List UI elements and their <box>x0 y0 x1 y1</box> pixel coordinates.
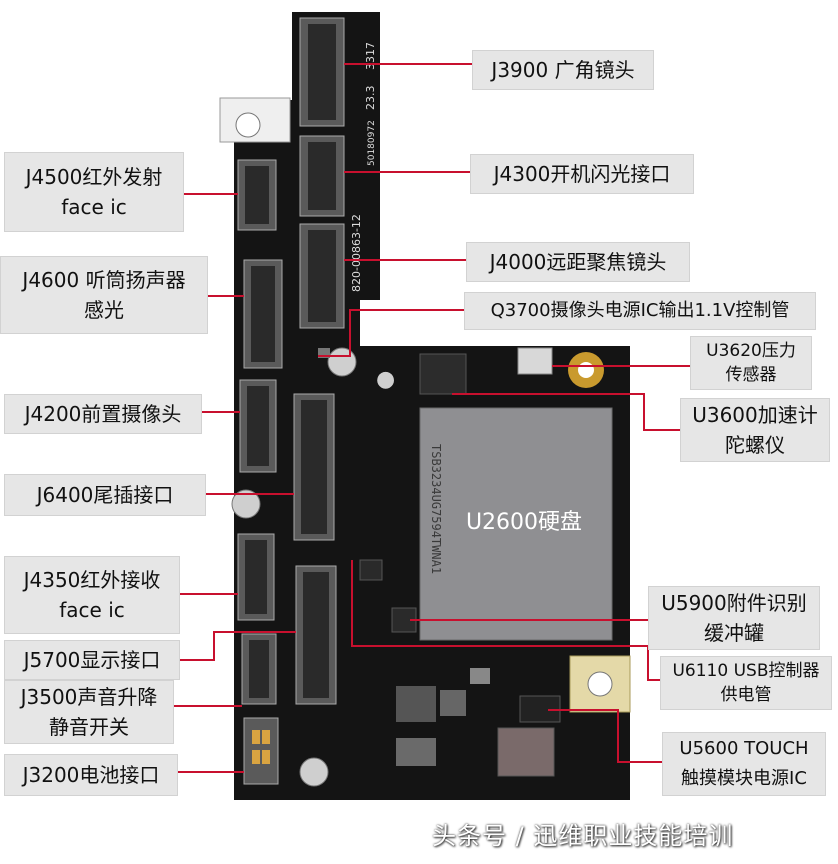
label-j4200: J4200前置摄像头 <box>4 394 202 434</box>
svg-text:●: ● <box>376 367 395 392</box>
connector-j3500 <box>241 633 277 705</box>
label-u5600: U5600 TOUCH 触摸模块电源IC <box>662 732 826 796</box>
chip-u5600 <box>497 727 555 777</box>
label-j5700: J5700显示接口 <box>4 640 180 680</box>
label-j4300: J4300开机闪光接口 <box>470 154 694 194</box>
silk-num-text: 3317 <box>364 42 377 70</box>
leader-q3700 <box>318 309 464 357</box>
chip-u3600 <box>419 353 467 395</box>
label-u5900: U5900附件识别 缓冲罐 <box>648 586 820 650</box>
chip-q3700 <box>318 348 330 358</box>
leader-lines <box>174 63 690 773</box>
label-j4500: J4500红外发射 face ic <box>4 152 184 232</box>
label-j4350: J4350红外接收 face ic <box>4 556 180 634</box>
connector-j4350 <box>237 533 275 621</box>
chip-u6110 <box>359 559 383 581</box>
connector-j5700 <box>295 565 337 705</box>
mount-hole <box>235 112 261 138</box>
chip-u2600 <box>419 407 613 641</box>
label-q3700: Q3700摄像头电源IC输出1.1V控制管 <box>464 292 816 330</box>
standoff-screw <box>327 347 357 377</box>
silk-code-text: 50180972 <box>367 120 377 166</box>
label-u3620: U3620压力 传感器 <box>690 336 812 390</box>
label-j3500: J3500声音升降 静音开关 <box>4 680 174 744</box>
label-j3200: J3200电池接口 <box>4 754 178 796</box>
connector-j4500 <box>237 159 277 231</box>
leader-j5700 <box>180 631 296 661</box>
silk-model-text: 820-00863-12 <box>350 214 363 292</box>
connector-j3900 <box>299 17 345 127</box>
connector-j4300 <box>299 135 345 217</box>
connector-j4000 <box>299 223 345 329</box>
label-u6110: U6110 USB控制器 供电管 <box>660 656 832 710</box>
connector-j6400 <box>293 393 335 541</box>
label-j6400: J6400尾插接口 <box>4 474 206 516</box>
label-u3600: U3600加速计 陀螺仪 <box>680 398 830 462</box>
label-j3900: J3900 广角镜头 <box>472 50 654 90</box>
leader-u3600 <box>452 393 680 431</box>
chip-silk-text: TSB3234UG7594TWNA1 <box>429 444 443 574</box>
watermark: 头条号 / 迅维职业技能培训 <box>432 822 734 850</box>
label-j4000: J4000远距聚焦镜头 <box>466 242 690 282</box>
standoff-screw <box>231 489 261 519</box>
connector-j4200 <box>239 379 277 473</box>
label-j4600: J4600 听筒扬声器 感光 <box>0 256 208 334</box>
standoff-screw <box>299 757 329 787</box>
connector-j4600 <box>243 259 283 369</box>
label-u2600: U2600硬盘 <box>465 510 583 535</box>
connector-j3200 <box>243 717 279 785</box>
leader-u5600 <box>548 709 662 763</box>
chip-u3620 <box>517 347 553 375</box>
silk-rev-text: 23.3 <box>364 86 377 111</box>
